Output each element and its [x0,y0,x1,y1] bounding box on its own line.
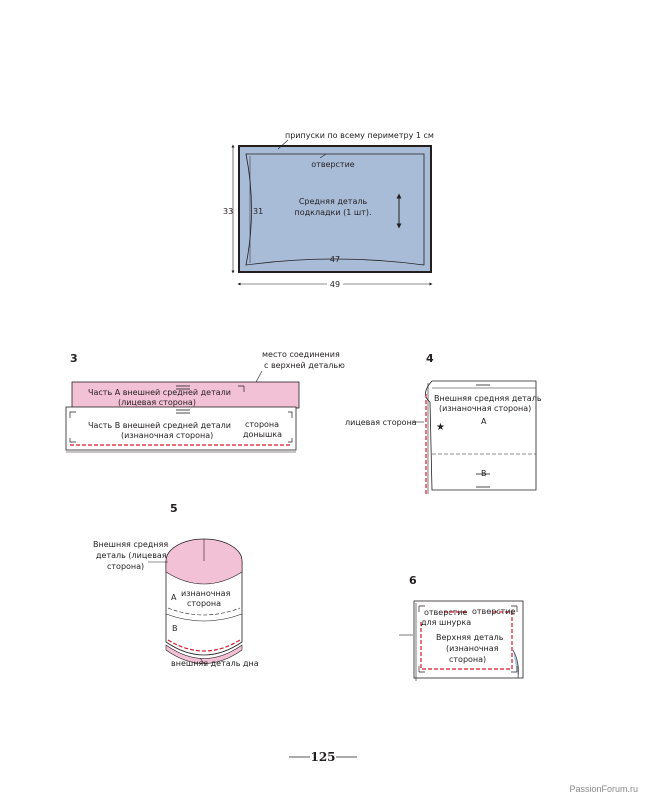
step-5-mark-b: В [172,624,178,633]
dim-inner-height: 31 [253,207,263,216]
part-a-line1: Часть А внешней средней детали [88,388,231,397]
dim-outer-height: 33 [223,207,233,216]
step-4-piece-line2: (изнаночная сторона) [439,404,531,413]
star-icon: ★ [436,422,445,433]
bottom-piece-label: внешняя деталь дна [171,659,259,668]
top-piece-line2: (изнаночная [446,644,499,653]
page-footer: 125 PassionForum.ru [289,750,638,794]
page-number: 125 [310,750,335,764]
cylinder-band-lower [165,613,243,622]
cylinder-body [165,561,243,656]
watermark: PassionForum.ru [569,784,638,794]
figure-step-4: 4 Внешняя средняя деталь (изнаночная сто… [345,352,542,494]
dim-inner-width: 47 [330,255,340,264]
top-piece-line1: Верхняя деталь [436,633,504,642]
piece-name-line2: подкладки (1 шт). [294,208,371,217]
step-6-number: 6 [409,574,417,587]
figure-step-3: 3 место соединения с верхней деталью Час… [65,350,345,453]
step-5-number: 5 [170,502,178,515]
dim-outer-width: 49 [330,280,340,289]
opening-label-6: отверстие [472,607,516,616]
part-a-line2: (лицевая сторона) [118,398,196,407]
cord-opening-line2: для шнурка [421,618,471,627]
top-piece [413,600,524,679]
join-label-line1: место соединения [262,350,340,359]
step-4-number: 4 [426,352,434,365]
figure-lining-middle-piece: припуски по всему периметру 1 см отверст… [223,131,434,289]
wrong-side-line1: изнаночная [181,589,231,598]
join-label-line2: с верхней деталью [264,361,345,370]
step-4-mark-a: А [481,417,487,426]
bottom-leader [199,657,207,667]
lining-inner-outline [245,153,425,266]
top-piece-line3: сторона) [449,655,486,664]
step-3-number: 3 [70,352,78,365]
figure-step-5: 5 Внешняя средняя деталь (лицевая сторон… [93,502,259,668]
face-label: лицевая сторона [345,418,417,427]
allowance-leader [277,139,289,150]
step-4-mark-b: В [481,469,487,478]
figure-step-6: 6 отверстие для шнурка отверстие ☆ Верхн… [399,574,524,681]
step-4-piece-line1: Внешняя средняя деталь [434,394,542,403]
wrong-side-line2: сторона [187,599,221,608]
step-5-mark-a: А [171,593,177,602]
cylinder-seam-a [167,607,241,616]
piece-name-line1: Средняя деталь [299,197,368,206]
cylinder-seam-bottom [167,639,241,652]
top-piece-seam [420,611,513,670]
outer-piece-line3: сторона) [107,562,144,571]
cord-opening-line1: отверстие [424,608,468,617]
opening-leader [319,153,327,159]
opening-label: отверстие [311,160,355,169]
part-b-piece [65,406,297,451]
part-b-line1: Часть В внешней средней детали [88,421,231,430]
join-leader [255,370,263,383]
outer-piece-line2: деталь (лицевая [96,551,167,560]
allowance-label: припуски по всему периметру 1 см [285,131,434,140]
part-b-line2: (изнаночная сторона) [121,431,213,440]
outer-piece-line1: Внешняя средняя [93,540,168,549]
bottom-side-line2: донышка [243,430,282,439]
star-outline-icon: ☆ [509,608,516,617]
bottom-side-line1: сторона [245,420,279,429]
